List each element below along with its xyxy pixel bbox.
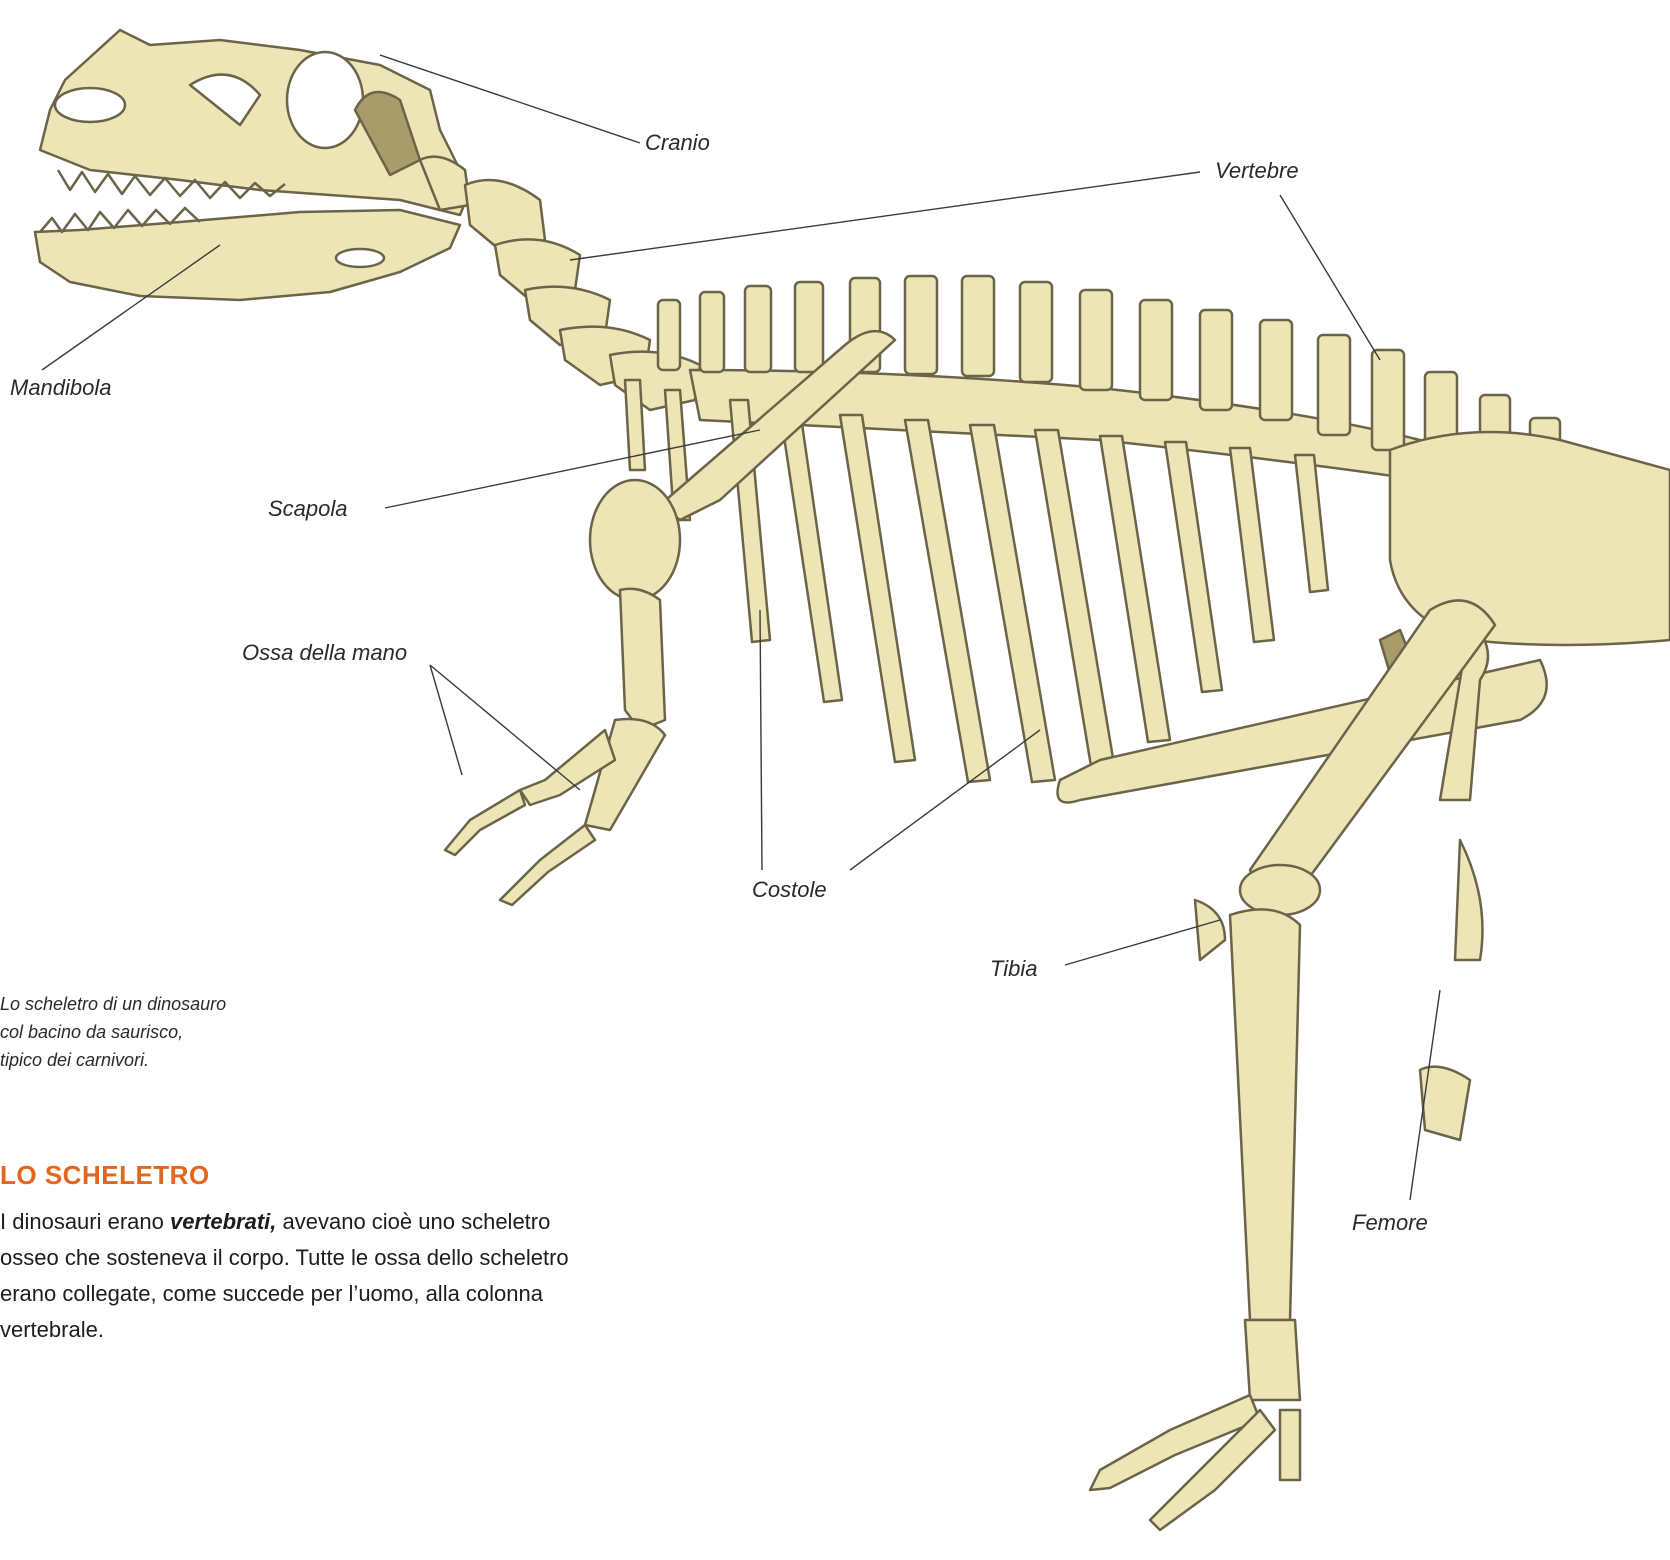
- body-line-1: I dinosauri erano vertebrati, avevano ci…: [0, 1204, 700, 1240]
- caption-line-2: col bacino da saurisco,: [0, 1018, 330, 1046]
- label-tibia: Tibia: [990, 956, 1038, 982]
- body-term-vertebrati: vertebrati,: [170, 1209, 276, 1234]
- skull: [40, 30, 470, 215]
- body-line-2: osseo che sosteneva il corpo. Tutte le o…: [0, 1240, 700, 1276]
- body-line-3: erano collegate, come succede per l’uomo…: [0, 1276, 700, 1312]
- label-scapola: Scapola: [268, 496, 348, 522]
- body-line-4: vertebrale.: [0, 1312, 700, 1348]
- label-vertebre: Vertebre: [1215, 158, 1299, 184]
- label-mandibola: Mandibola: [10, 375, 112, 401]
- section-body: I dinosauri erano vertebrati, avevano ci…: [0, 1204, 700, 1348]
- caption-line-3: tipico dei carnivori.: [0, 1046, 330, 1074]
- neck-vertebrae: [420, 157, 700, 410]
- label-ossa-mano: Ossa della mano: [242, 640, 407, 666]
- body-line-1-start: I dinosauri erano: [0, 1209, 170, 1234]
- label-costole: Costole: [752, 877, 827, 903]
- section-heading: LO SCHELETRO: [0, 1160, 210, 1191]
- figure-caption: Lo scheletro di un dinosauro col bacino …: [0, 990, 330, 1074]
- body-line-1-end: avevano cioè uno scheletro: [276, 1209, 550, 1234]
- label-femore: Femore: [1352, 1210, 1428, 1236]
- mandible: [35, 208, 460, 300]
- label-cranio: Cranio: [645, 130, 710, 156]
- caption-line-1: Lo scheletro di un dinosauro: [0, 990, 330, 1018]
